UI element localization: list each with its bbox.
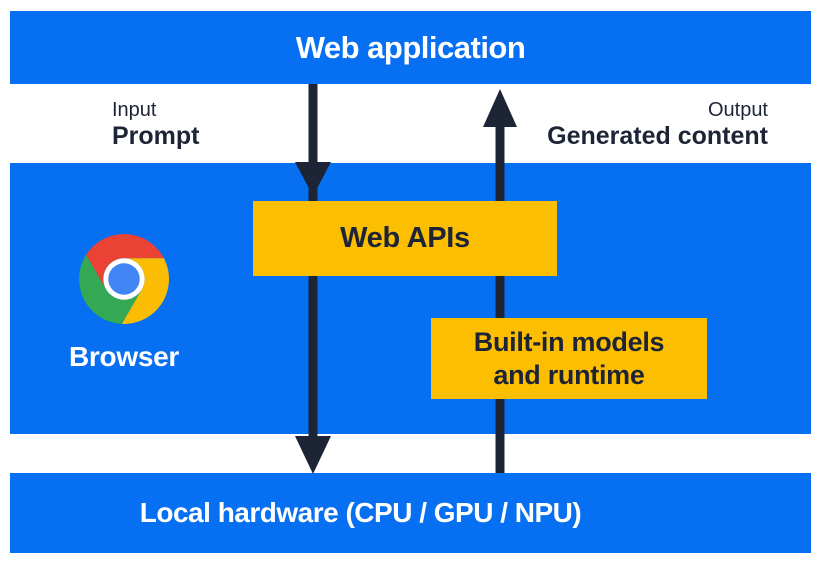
output-flow-up-arrow [483, 89, 517, 473]
web-apis-box: Web APIs [253, 201, 557, 276]
input-flow-down-arrow [295, 84, 331, 474]
local-hardware-label: Local hardware (CPU / GPU / NPU) [139, 497, 582, 528]
builtin-models-line2: and runtime [493, 359, 645, 390]
builtin-models-line1: Built-in models [473, 326, 665, 357]
web-apis-label: Web APIs [340, 222, 470, 254]
output-value-label: Generated content [547, 122, 768, 150]
input-value-label: Prompt [112, 122, 200, 150]
web-application-label: Web application [295, 29, 526, 65]
web-application-layer: Web application [10, 11, 811, 84]
chrome-logo-icon [79, 234, 169, 324]
builtin-models-label: Built-in models and runtime [474, 326, 665, 392]
browser-label: Browser [69, 341, 179, 372]
output-caption: Output [707, 99, 768, 121]
input-label-group: Input Prompt [112, 99, 200, 150]
local-hardware-layer: Local hardware (CPU / GPU / NPU) [10, 473, 811, 553]
output-label-group: Output Generated content [547, 99, 768, 150]
input-caption: Input [112, 99, 157, 121]
builtin-models-box: Built-in models and runtime [431, 318, 707, 399]
